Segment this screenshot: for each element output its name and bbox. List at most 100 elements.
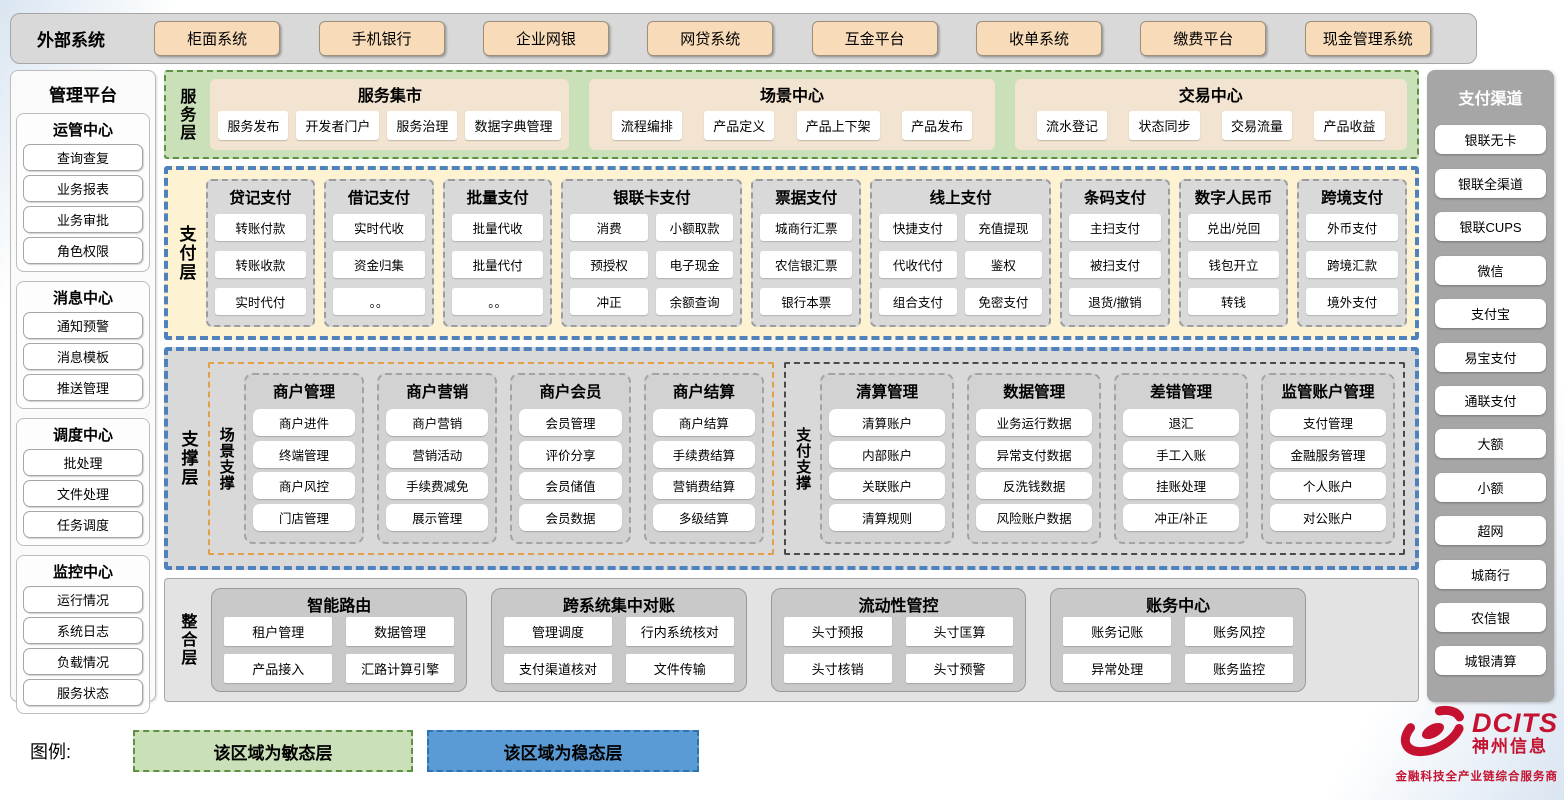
payment-item-box: 转钱 [1188,288,1280,315]
integration-item-box: 头寸预报 [784,617,892,646]
support-item-box: 商户营销 [386,409,488,436]
column-title: 数据管理 [976,378,1092,404]
column-items: 转账付款转账收款实时代付 [215,210,307,319]
support-item-box: 营销费结算 [653,472,755,499]
column-title: 监管账户管理 [1270,378,1386,404]
payment-support-region: 支付支撑 清算管理 清算账户内部账户关联账户清算规则 数据管理 [784,362,1405,555]
integration-item-box: 数据管理 [346,617,454,646]
group-title: 监控中心 [21,559,145,584]
support-item-box: 商户风控 [253,472,355,499]
payment-item-box: 电子现金 [656,251,734,278]
external-system-box: 缴费平台 [1140,21,1266,56]
legend-agile-layer: 该区域为敏态层 [133,730,413,772]
service-panels: 服务集市 服务发布开发者门户服务治理数据字典管理 场景中心 流程编排产品定义产品… [210,79,1407,150]
logo-tagline: 金融科技全产业链综合服务商 [1396,768,1559,784]
management-item-box: 运行情况 [23,586,143,613]
column-items: 商户结算手续费结算营销费结算多级结算 [653,404,755,536]
column-title: 商户营销 [386,378,488,404]
payment-item-box: 。。 [452,288,544,315]
column-title: 贷记支付 [215,184,307,210]
support-item-box: 关联账户 [829,472,945,499]
column-items: 批量代收批量代付。。 [452,210,544,319]
external-system-box: 柜面系统 [154,21,280,56]
support-item-box: 评价分享 [519,441,621,468]
group-title: 消息中心 [21,285,145,310]
panel-title: 跨系统集中对账 [504,592,734,616]
column-title: 商户结算 [653,378,755,404]
payment-channels-items: 银联无卡银联全渠道银联CUPS微信支付宝易宝支付通联支付大额小额超网城商行农信银… [1435,111,1546,690]
logo-top: DCITS 神州信息 [1396,703,1558,764]
column-items: 商户进件终端管理商户风控门店管理 [253,404,355,536]
payment-column-ecny: 数字人民币 兑出/兑回钱包开立转钱 [1179,179,1289,327]
service-panel-scene-center: 场景中心 流程编排产品定义产品上下架产品发布 [589,79,994,150]
support-item-box: 异常支付数据 [976,441,1092,468]
service-item-box: 产品定义 [704,111,774,140]
management-item-box: 任务调度 [23,511,143,538]
management-item-box: 系统日志 [23,617,143,644]
legend-stable-layer: 该区域为稳态层 [427,730,699,772]
panel-title: 流动性管控 [784,592,1014,616]
support-item-box: 多级结算 [653,504,755,531]
column-title: 清算管理 [829,378,945,404]
scene-support-region: 场景支撑 商户管理 商户进件终端管理商户风控门店管理 商户营销 [208,362,774,555]
integration-item-box: 行内系统核对 [626,617,734,646]
payment-channel-box: 超网 [1435,516,1546,545]
payment-item-box: 余额查询 [656,288,734,315]
column-title: 数字人民币 [1188,184,1280,210]
panel-title: 服务集市 [218,82,561,106]
payment-item-box: 组合支付 [879,288,957,315]
payment-column-unionpay-card: 银联卡支付 消费小额取款预授权电子现金冲正余额查询 [561,179,742,327]
integration-panel-smart-routing: 智能路由 租户管理数据管理产品接入汇路计算引擎 [211,588,467,692]
dcits-logo: DCITS 神州信息 金融科技全产业链综合服务商 [1372,703,1558,784]
payment-channel-box: 微信 [1435,256,1546,285]
payment-column-credit: 贷记支付 转账付款转账收款实时代付 [206,179,316,327]
integration-item-box: 汇路计算引擎 [346,654,454,683]
column-items: 支付管理金融服务管理个人账户对公账户 [1270,404,1386,536]
payment-item-box: 农信银汇票 [760,251,852,278]
management-item-box: 消息模板 [23,343,143,370]
support-column-clearing: 清算管理 清算账户内部账户关联账户清算规则 [820,373,954,544]
column-title: 差错管理 [1123,378,1239,404]
support-regions: 场景支撑 商户管理 商户进件终端管理商户风控门店管理 商户营销 [208,362,1405,555]
management-item-box: 文件处理 [23,480,143,507]
column-items: 商户营销营销活动手续费减免展示管理 [386,404,488,536]
payment-item-box: 境外支付 [1306,288,1398,315]
payment-item-box: 转账付款 [215,214,307,241]
support-item-box: 清算规则 [829,504,945,531]
payment-column-crossborder: 跨境支付 外币支付跨境汇款境外支付 [1297,179,1407,327]
column-title: 条码支付 [1069,184,1161,210]
payment-channel-box: 农信银 [1435,603,1546,632]
payment-item-box: 批量代付 [452,251,544,278]
support-item-box: 手续费减免 [386,472,488,499]
payment-support-label: 支付支撑 [794,427,811,491]
support-layer: 支撑层 场景支撑 商户管理 商户进件终端管理商户风控门店管理 商户营销 [164,347,1419,570]
support-item-box: 退汇 [1123,409,1239,436]
payment-channel-box: 城商行 [1435,560,1546,589]
payment-layer-label: 支付层 [176,225,196,282]
management-item-box: 服务状态 [23,679,143,706]
integration-item-box: 账务风控 [1185,617,1293,646]
support-item-box: 商户进件 [253,409,355,436]
column-items: 城商行汇票农信银汇票银行本票 [760,210,852,319]
management-platform-title: 管理平台 [16,75,150,113]
column-title: 线上支付 [879,184,1042,210]
scene-support-columns: 商户管理 商户进件终端管理商户风控门店管理 商户营销 商户营销营销活动手续费减免… [244,373,764,544]
support-item-box: 营销活动 [386,441,488,468]
payment-column-barcode: 条码支付 主扫支付被扫支付退货/撤销 [1060,179,1170,327]
service-item-box: 产品上下架 [797,111,880,140]
integration-panel-reconciliation: 跨系统集中对账 管理调度行内系统核对支付渠道核对文件传输 [491,588,747,692]
main-area: 管理平台 运管中心 查询查复业务报表业务审批角色权限 消息中心 通知预警消息模板… [10,70,1554,702]
panel-title: 交易中心 [1023,82,1400,106]
payment-item-box: 。。 [333,288,425,315]
column-items: 外币支付跨境汇款境外支付 [1306,210,1398,319]
panel-items: 头寸预报头寸匡算头寸核销头寸预警 [784,616,1014,684]
integration-item-box: 支付渠道核对 [504,654,612,683]
integration-panel-accounting: 账务中心 账务记账账务风控异常处理账务监控 [1050,588,1306,692]
external-systems-label: 外部系统 [37,26,105,51]
payment-item-box: 转账收款 [215,251,307,278]
external-system-box: 企业网银 [483,21,609,56]
support-item-box: 会员数据 [519,504,621,531]
support-item-box: 反洗钱数据 [976,472,1092,499]
column-items: 主扫支付被扫支付退货/撤销 [1069,210,1161,319]
column-title: 借记支付 [333,184,425,210]
